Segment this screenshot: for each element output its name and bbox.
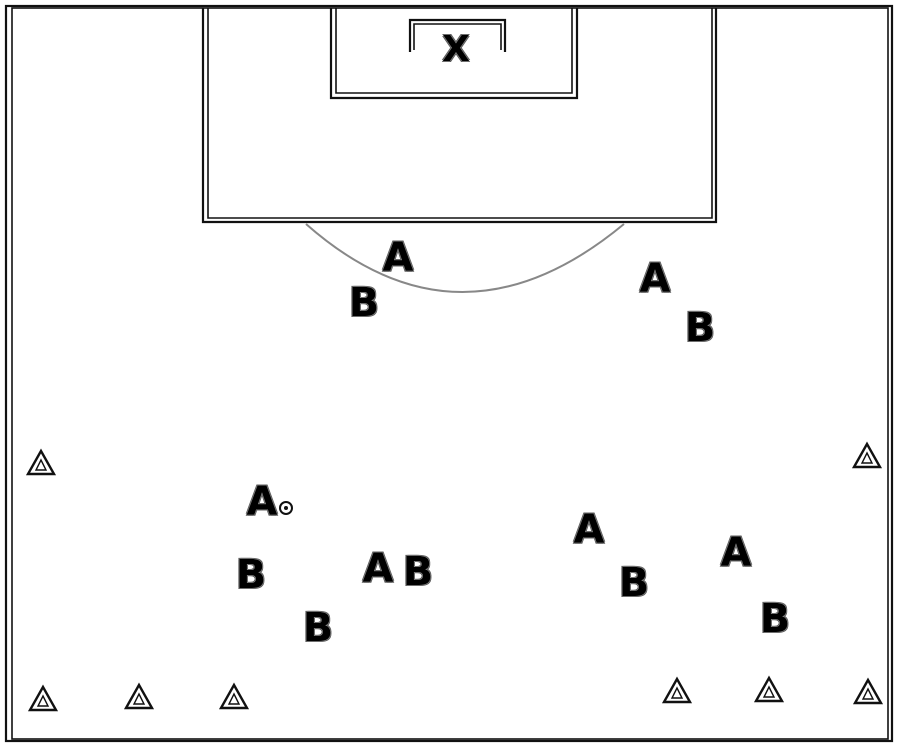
ball-icon [279,501,293,515]
player-a: A [362,546,394,592]
player-b: B [348,280,380,326]
penalty-arc [305,223,625,293]
goal-label: X [442,29,470,70]
player-a: A [720,530,752,576]
cone-icon [753,675,785,703]
player-a: A [639,256,671,302]
player-b: B [302,605,334,651]
player-a: A [382,235,414,281]
goal-area [329,8,579,100]
pitch-boundary-inner [11,7,889,740]
cone-icon [851,441,883,469]
player-a: A [246,479,278,525]
cone-icon [218,682,250,710]
cone-icon [852,677,884,705]
cone-icon [25,448,57,476]
player-b: B [402,549,434,595]
cone-icon [661,676,693,704]
player-b: B [684,305,716,351]
player-b: B [759,596,791,642]
goal-frame [408,18,507,52]
player-a: A [573,507,605,553]
player-b: B [235,552,267,598]
pitch-boundary [4,4,894,743]
cone-icon [27,684,59,712]
penalty-area [201,8,718,224]
player-b: B [618,560,650,606]
cone-icon [123,682,155,710]
